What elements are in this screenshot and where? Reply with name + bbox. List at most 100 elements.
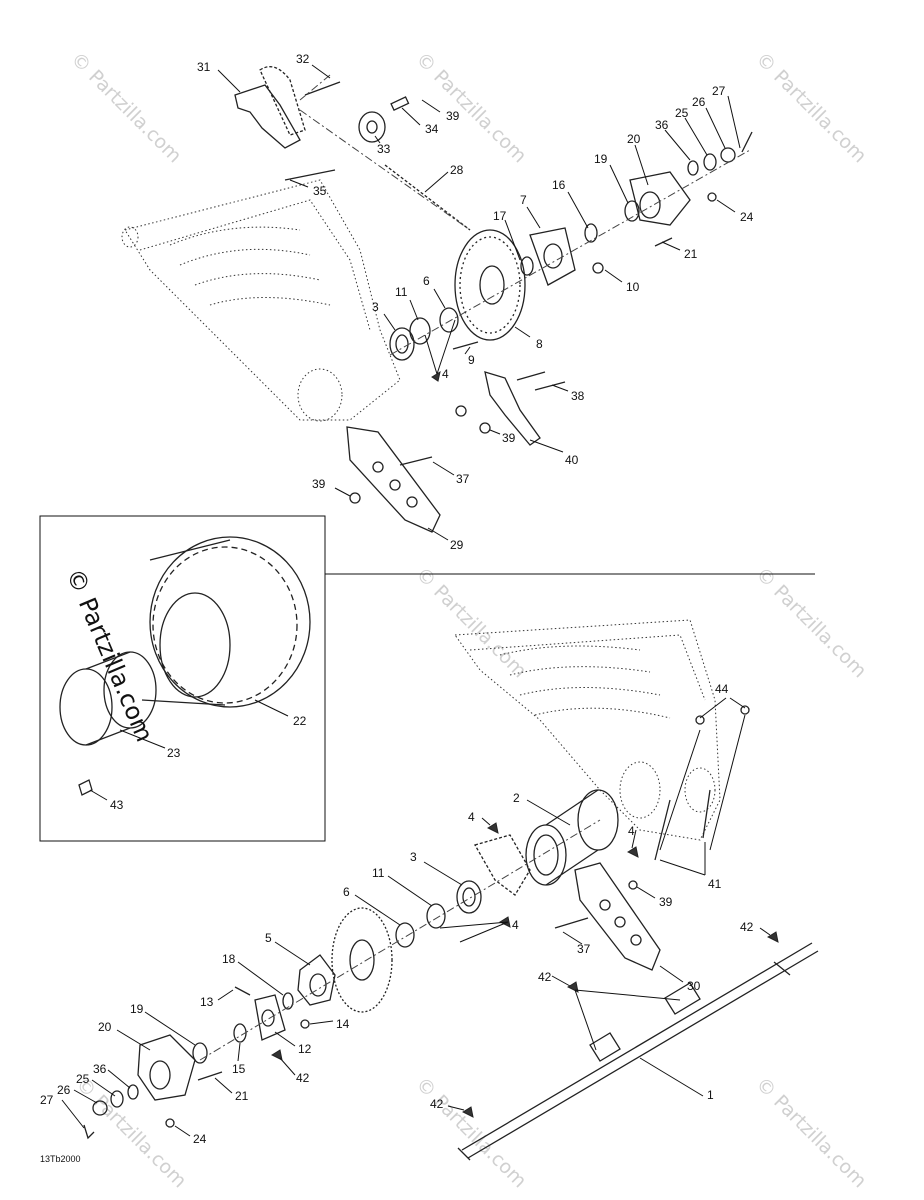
callout-label: 13: [200, 995, 214, 1009]
callout-label: 39: [502, 431, 516, 445]
callout-label: 43: [110, 798, 124, 812]
bolt: [702, 789, 711, 839]
callout-label: 40: [565, 453, 579, 467]
centerline: [299, 109, 471, 231]
callout-label: 41: [708, 877, 722, 891]
callout-label: 25: [675, 106, 689, 120]
spacer: [127, 1084, 139, 1100]
watermark-text: © Partzilla.com: [411, 48, 530, 167]
inset-watermark: © Partzilla.com: [60, 564, 158, 745]
bearing: [456, 880, 482, 914]
seal: [426, 903, 446, 929]
centerline: [199, 819, 601, 1061]
callout-label: 24: [193, 1132, 207, 1146]
callout-label: 3: [410, 850, 417, 864]
callout-label: 36: [93, 1062, 107, 1076]
callout-label: 42: [296, 1071, 310, 1085]
watermark-text: © Partzilla.com: [751, 1073, 870, 1192]
callout-label: 28: [450, 163, 464, 177]
wheel-nut: [78, 779, 93, 796]
adjuster-plate: [574, 862, 661, 971]
swing-arm-bottom: [454, 619, 721, 841]
o-ring: [233, 1023, 247, 1043]
bottom-callouts: 44 2 4 4 41 3 11 4 39 6 5 18 13 14 12 19…: [40, 682, 754, 1146]
callout-label: 26: [57, 1083, 71, 1097]
sprocket-hub: [529, 227, 576, 286]
watermark-text: © Partzilla.com: [66, 48, 185, 167]
washer: [703, 153, 717, 171]
top-callouts: 31 32 39 34 33 35 28 16 7 17 10 19 20 36…: [197, 52, 754, 552]
callout-label: 4: [512, 918, 519, 932]
nut: [740, 705, 750, 715]
callout-label: 20: [627, 132, 641, 146]
tire: [141, 536, 311, 708]
bolt: [534, 381, 566, 391]
bolt: [654, 799, 671, 861]
callout-label: 42: [740, 920, 754, 934]
retainer: [431, 370, 441, 382]
plate-hole: [372, 461, 384, 473]
callout-label: 11: [395, 285, 408, 299]
callout-label: 12: [298, 1042, 312, 1056]
bottom-leaders: [61, 697, 771, 1137]
callout-label: 17: [493, 209, 507, 223]
sprocket-hub-center: [543, 243, 563, 269]
o-ring: [584, 223, 598, 243]
nut: [592, 262, 604, 274]
seal: [395, 922, 415, 948]
bottom-assembly: [83, 619, 819, 1161]
bearing-housing: [525, 789, 619, 886]
nut: [349, 492, 361, 504]
bolt: [284, 169, 336, 181]
callout-label: 3: [372, 300, 379, 314]
plate-hole: [614, 916, 626, 928]
castle-nut: [720, 147, 736, 163]
callout-label: 26: [692, 95, 706, 109]
callout-label: 30: [687, 979, 701, 993]
washer: [110, 1090, 124, 1108]
callout-label: 1: [707, 1088, 714, 1102]
callout-label: 20: [98, 1020, 112, 1034]
callout-label: 34: [425, 122, 439, 136]
seal: [409, 317, 431, 345]
plate-hole: [406, 496, 418, 508]
brake-hub: [297, 954, 336, 1006]
callout-label: 4: [628, 824, 635, 838]
callout-label: 36: [655, 118, 669, 132]
centerline: [389, 149, 751, 356]
bearing: [389, 327, 415, 361]
nut: [165, 1118, 175, 1128]
chain-guide: [234, 84, 301, 149]
castle-nut: [92, 1100, 108, 1116]
callout-label: 39: [446, 109, 460, 123]
roller-hub: [366, 120, 378, 134]
nut: [707, 192, 717, 202]
plate-hole: [261, 1009, 275, 1027]
wheel-hub: [137, 1034, 196, 1101]
callout-label: 10: [626, 280, 640, 294]
callout-label: 15: [232, 1062, 246, 1076]
callout-label: 37: [577, 942, 591, 956]
callout-label: 22: [293, 714, 307, 728]
callout-label: 16: [552, 178, 566, 192]
adjuster-plate: [346, 426, 441, 533]
swing-arm-top: [121, 179, 401, 422]
wheel-hub: [629, 171, 691, 226]
seal: [439, 307, 459, 333]
callout-label: 25: [76, 1072, 90, 1086]
callout-label: 38: [571, 389, 585, 403]
callout-label: 2: [513, 791, 520, 805]
callout-label: 44: [715, 682, 729, 696]
callout-label: 37: [456, 472, 470, 486]
callout-label: 39: [659, 895, 673, 909]
callout-label: 21: [235, 1089, 249, 1103]
bolt: [452, 341, 479, 350]
washer: [192, 1042, 208, 1064]
callout-label: 42: [430, 1097, 444, 1111]
o-ring: [282, 992, 294, 1010]
top-assembly: [121, 66, 753, 533]
callout-label: 27: [40, 1093, 54, 1107]
rear-sprocket: [454, 229, 526, 341]
retainer: [270, 1049, 283, 1061]
bolt: [654, 237, 673, 247]
